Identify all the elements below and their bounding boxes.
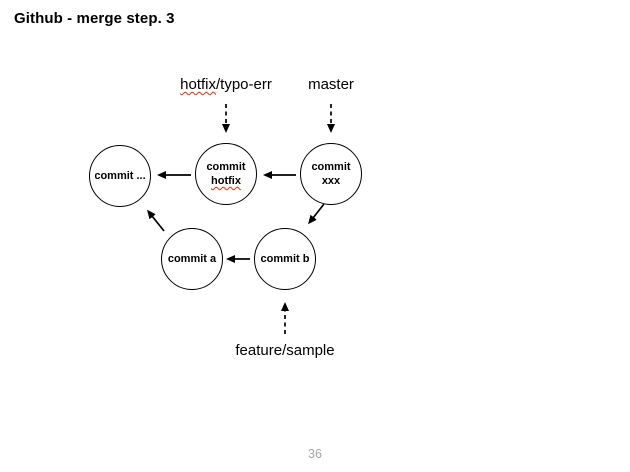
branch-label-feature: feature/sample <box>235 342 335 359</box>
commit-node-a-label: commit a <box>167 252 217 265</box>
commit-node-hotfix: commit hotfix <box>195 143 257 205</box>
commit-node-prev: commit ... <box>89 145 151 207</box>
arrow-commit-xxx-to-commit-b <box>308 203 325 225</box>
commit-node-prev-label: commit ... <box>94 169 146 182</box>
commit-node-b-label: commit b <box>260 252 310 265</box>
page-number: 36 <box>308 447 322 461</box>
commit-node-xxx: commit xxx <box>300 143 362 205</box>
arrow-commit-a-to-commit-prev <box>147 209 165 232</box>
branch-label-hotfix: hotfix/typo-err <box>180 76 272 93</box>
branch-label-hotfix-rest: /typo-err <box>216 76 272 93</box>
commit-node-b: commit b <box>254 228 316 290</box>
commit-node-hotfix-line2: hotfix <box>211 175 241 187</box>
branch-label-master: master <box>308 76 354 93</box>
slide-title: Github - merge step. 3 <box>14 10 175 27</box>
commit-node-a: commit a <box>161 228 223 290</box>
commit-node-xxx-line1: commit <box>311 160 351 173</box>
commit-node-xxx-line2: xxx <box>321 175 341 187</box>
commit-node-hotfix-line1: commit <box>206 160 246 173</box>
branch-label-hotfix-underlined: hotfix <box>180 76 216 93</box>
